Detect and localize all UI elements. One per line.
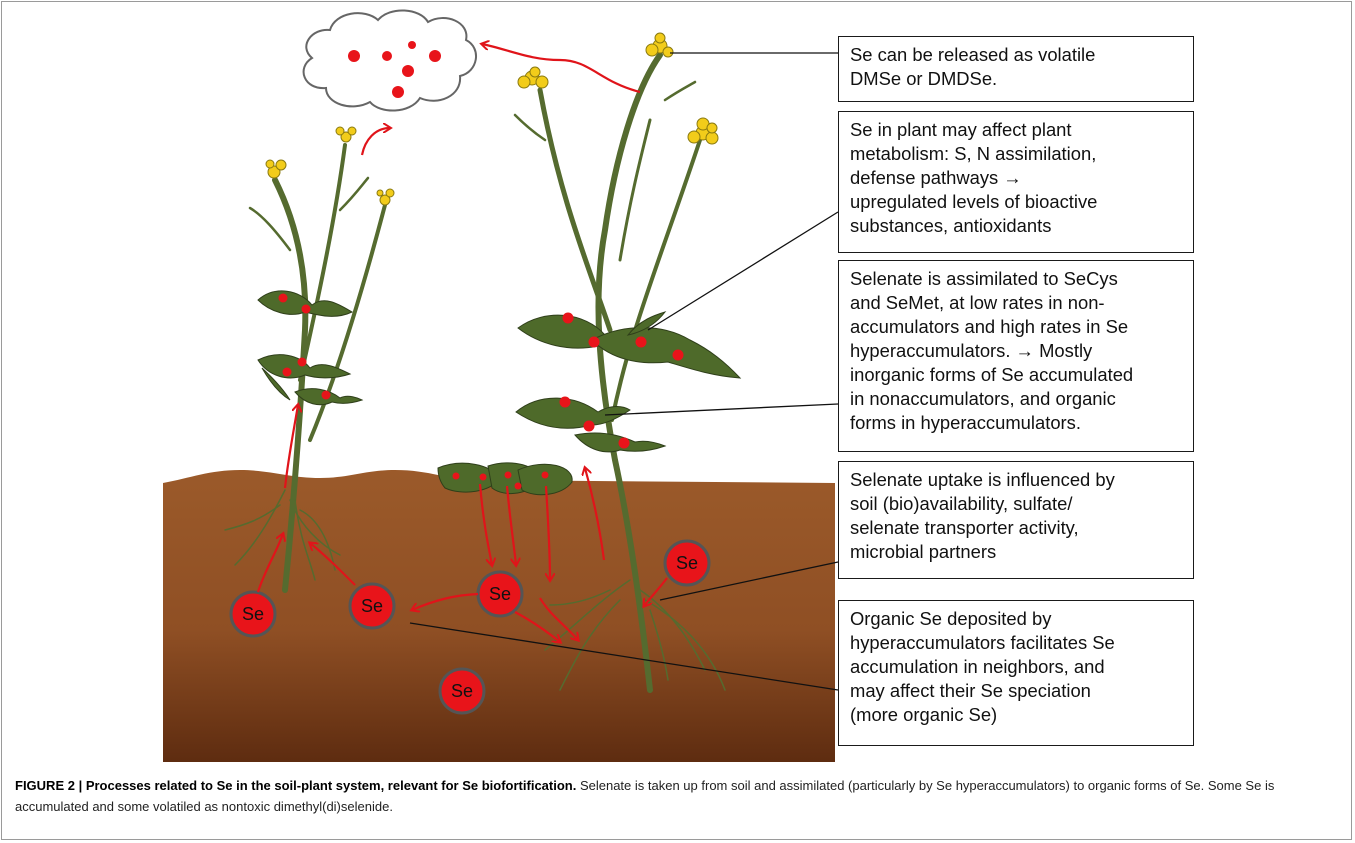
figure-caption: FIGURE 2 | Processes related to Se in th…	[15, 775, 1340, 817]
se-marker: Se	[231, 592, 275, 636]
callout-assimilation: Selenate is assimilated to SeCys and SeM…	[838, 260, 1194, 452]
callout-volatile: Se can be released as volatile DMSe or D…	[838, 36, 1194, 102]
callout-assimilation-text: Selenate is assimilated to SeCys and SeM…	[850, 268, 1133, 433]
callout-volatile-text: Se can be released as volatile DMSe or D…	[850, 44, 1095, 89]
se-marker: Se	[440, 669, 484, 713]
se-marker-label: Se	[451, 681, 473, 701]
callout-uptake: Selenate uptake is influenced by soil (b…	[838, 461, 1194, 579]
volatile-cloud	[304, 10, 476, 110]
leader-metabolism	[648, 212, 838, 330]
callout-organic-text: Organic Se deposited by hyperaccumulator…	[850, 608, 1115, 725]
leaf-to-cloud-arrow	[362, 128, 390, 155]
right-plant-leaves	[516, 312, 740, 452]
se-marker-label: Se	[361, 596, 383, 616]
figure-caption-title: FIGURE 2 | Processes related to Se in th…	[15, 778, 576, 793]
se-marker: Se	[350, 584, 394, 628]
callout-uptake-text: Selenate uptake is influenced by soil (b…	[850, 469, 1115, 562]
se-marker-label: Se	[676, 553, 698, 573]
se-marker-label: Se	[242, 604, 264, 624]
se-marker: Se	[665, 541, 709, 585]
left-plant-flowers	[266, 127, 394, 205]
leader-assimilation	[605, 404, 838, 415]
se-marker-label: Se	[489, 584, 511, 604]
callout-metabolism-text: Se in plant may affect plant metabolism:…	[850, 119, 1097, 236]
volatilization-arrow	[482, 44, 640, 92]
se-marker: Se	[478, 572, 522, 616]
callout-metabolism: Se in plant may affect plant metabolism:…	[838, 111, 1194, 253]
callout-organic: Organic Se deposited by hyperaccumulator…	[838, 600, 1194, 746]
